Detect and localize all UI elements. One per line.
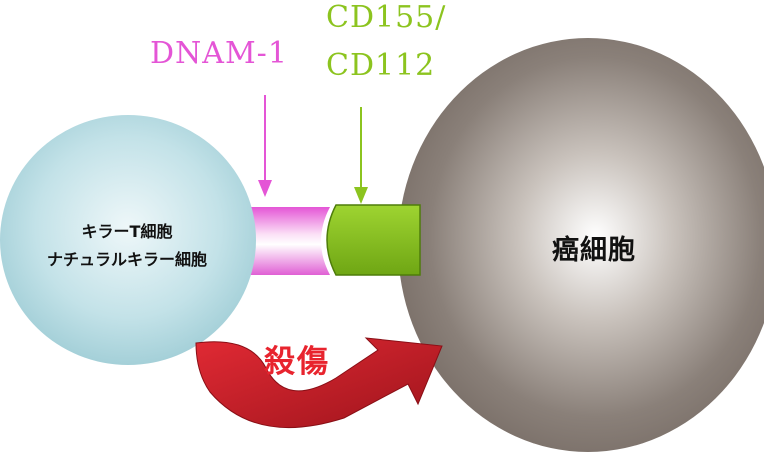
ligand-label-line1: CD155/ xyxy=(326,0,447,35)
immune-cell-label-line2: ナチュラルキラー細胞 xyxy=(46,250,207,269)
ligand-label-line2: CD112 xyxy=(326,48,436,83)
kill-arrow xyxy=(195,337,443,428)
cancer-cell xyxy=(398,38,764,452)
receptor-cylinder xyxy=(240,207,330,275)
immune-cell xyxy=(0,115,256,365)
action-label: 殺傷 xyxy=(264,344,330,380)
receptor-arrow-head xyxy=(258,180,272,197)
ligand-arrow-head xyxy=(354,187,368,204)
ligand-cylinder xyxy=(326,204,421,276)
receptor-label: DNAM-1 xyxy=(150,36,288,71)
cancer-cell-label: 癌細胞 xyxy=(552,235,636,266)
immune-cell-label-line1: キラーT細胞 xyxy=(81,222,173,241)
